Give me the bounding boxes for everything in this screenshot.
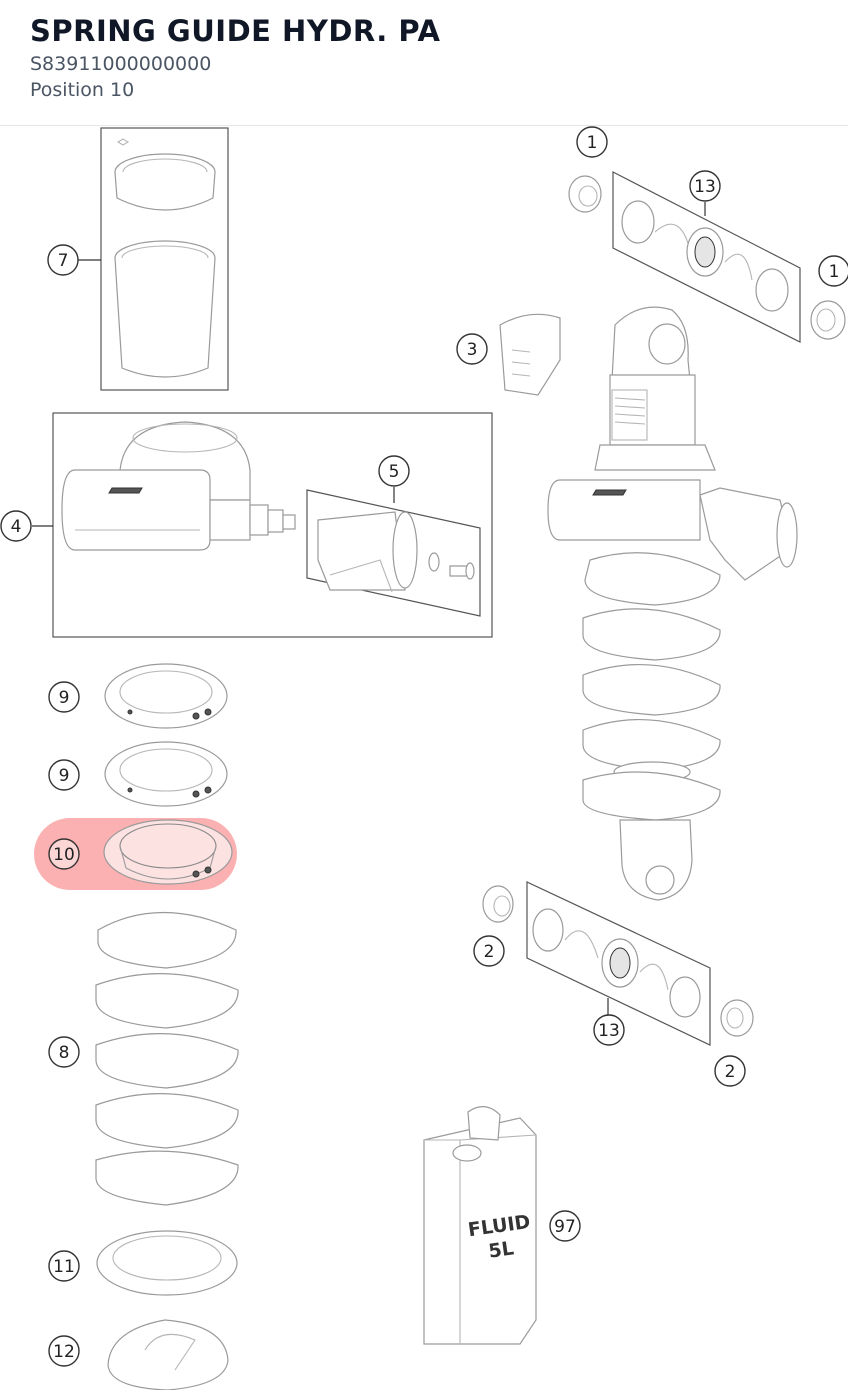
callout-label: 13 [598,1021,620,1041]
part-number: S83911000000000 [30,53,212,75]
callout-label: 7 [58,251,69,271]
callout-label: 2 [484,942,495,962]
callout-1-top[interactable]: 1 [576,126,608,158]
callout-3[interactable]: 3 [456,333,488,365]
callout-13-top[interactable]: 13 [689,170,721,202]
part-header: SPRING GUIDE HYDR. PA S83911000000000 Po… [0,0,848,126]
callout-13-bottom[interactable]: 13 [593,1014,625,1046]
callout-label: 8 [59,1043,70,1063]
part-7-group[interactable] [78,127,229,391]
callout-5[interactable]: 5 [378,455,410,487]
part-12-spring-retainer[interactable] [107,1319,229,1390]
part-13-top-group[interactable] [568,171,846,343]
callout-8[interactable]: 8 [48,1036,80,1068]
callout-label: 2 [725,1062,736,1082]
part-4-group[interactable] [32,412,493,638]
callout-label: 97 [554,1217,576,1237]
part-11-ring[interactable] [96,1230,238,1296]
callout-label: 4 [11,517,22,537]
callout-97[interactable]: 97 [549,1210,581,1242]
fluid-can-line2: 5L [487,1237,515,1262]
callout-label: 9 [59,766,70,786]
callout-label: 3 [467,340,478,360]
part-97-fluid-can[interactable]: FLUID 5L [423,1106,537,1345]
callout-label: 13 [694,177,716,197]
part-9-upper-ring[interactable] [104,663,228,729]
callout-7[interactable]: 7 [47,244,79,276]
callout-11[interactable]: 11 [48,1250,80,1282]
callout-label: 1 [829,262,840,282]
callout-12[interactable]: 12 [48,1335,80,1367]
shock-absorber-assembly[interactable] [547,306,798,901]
callout-label: 10 [53,845,75,865]
position-label: Position 10 [30,79,135,101]
part-8-spring[interactable] [95,912,239,1206]
callout-2-left[interactable]: 2 [473,935,505,967]
part-9-lower-ring[interactable] [104,741,228,807]
callout-label: 11 [53,1257,75,1277]
callout-10-selected[interactable]: 10 [48,838,80,870]
callout-label: 9 [59,688,70,708]
callout-label: 5 [389,462,400,482]
part-3-label[interactable] [499,313,561,396]
callout-9-upper[interactable]: 9 [48,681,80,713]
callout-label: 1 [587,133,598,153]
callout-2-right[interactable]: 2 [714,1055,746,1087]
callout-9-lower[interactable]: 9 [48,759,80,791]
part-13-bottom-group[interactable] [482,881,754,1046]
part-5-group[interactable] [306,487,481,617]
part-10-spring-guide[interactable] [103,819,233,885]
callout-4[interactable]: 4 [0,510,32,542]
callout-1-right[interactable]: 1 [818,255,848,287]
part-title: SPRING GUIDE HYDR. PA [30,14,441,48]
callout-label: 12 [53,1342,75,1362]
